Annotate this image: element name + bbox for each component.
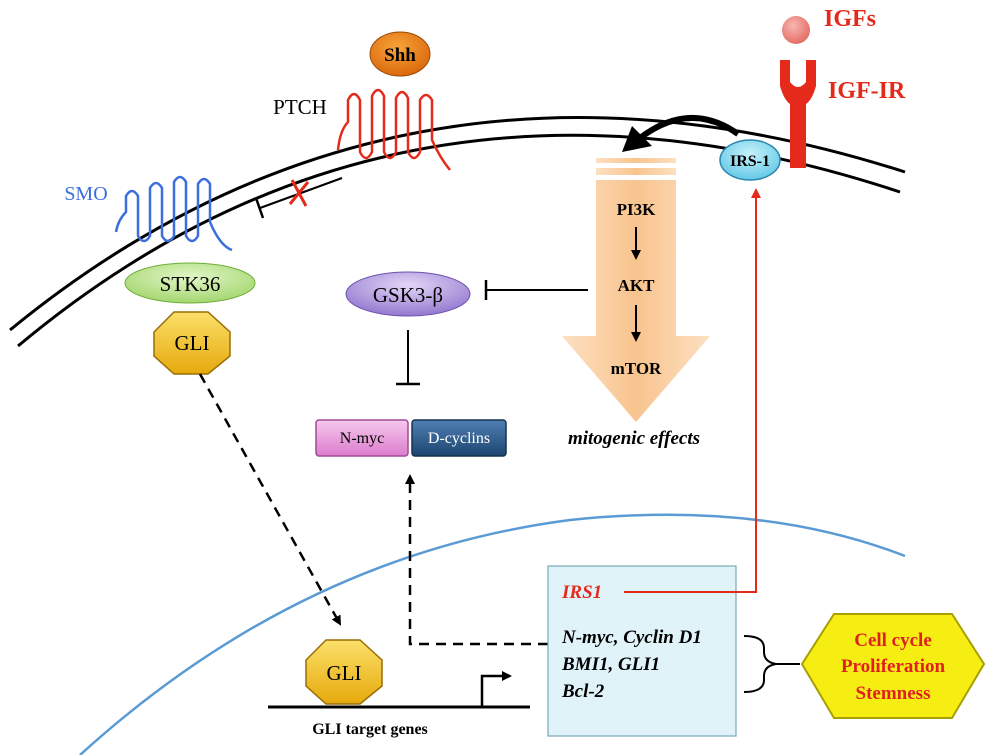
outcome-line-3: Stemness xyxy=(856,683,931,704)
igfs-label: IGFs xyxy=(824,6,876,32)
irs1-to-pi3k-arrowhead xyxy=(622,126,652,152)
ptch-inhibits-smo xyxy=(259,177,343,209)
outcome-hexagon xyxy=(800,613,986,719)
mtor-label: mTOR xyxy=(611,359,662,378)
outcome-bracket xyxy=(743,635,777,693)
stk36-node xyxy=(124,262,256,304)
gli-nucleus-label: GLI xyxy=(327,661,362,685)
ptch-label: PTCH xyxy=(273,95,327,119)
shh-label: Shh xyxy=(384,45,416,66)
gli-cytoplasm-node xyxy=(153,311,231,375)
smo-label: SMO xyxy=(64,183,107,205)
cell-membrane-outer xyxy=(9,116,906,332)
pi3k-akt-mtor-pathway xyxy=(562,158,710,422)
akt-label: AKT xyxy=(618,276,656,295)
gli-translocation-arrow xyxy=(198,373,342,626)
mitogenic-effects-label: mitogenic effects xyxy=(568,428,700,449)
blocked-x-icon xyxy=(288,179,310,207)
irs1-protein-label: IRS-1 xyxy=(730,153,770,170)
outcome-line-1: Cell cycle xyxy=(854,630,932,651)
dcyclins-label: D-cyclins xyxy=(428,430,490,447)
gene-line-2: BMI1, GLI1 xyxy=(561,654,660,675)
irs1-to-pi3k-arrow xyxy=(638,114,740,141)
promoter-arrow xyxy=(480,671,512,707)
igf-ligand-icon xyxy=(782,16,810,44)
igf-ir-label: IGF-IR xyxy=(828,78,906,104)
irs1-feedback-arrow xyxy=(624,188,761,593)
ptch-inhibits-smo-bar xyxy=(254,197,265,219)
gsk3b-node xyxy=(345,271,471,317)
irs1-protein-node xyxy=(719,139,781,181)
dcyclins-box xyxy=(411,419,507,457)
gli-cytoplasm-label: GLI xyxy=(175,331,210,355)
gene-line-1: N-myc, Cyclin D1 xyxy=(561,627,702,648)
nmyc-box xyxy=(315,419,409,457)
target-genes-to-nmyc-arrow xyxy=(405,474,548,646)
pi3k-label: PI3K xyxy=(617,200,657,219)
outcome-line-2: Proliferation xyxy=(841,656,946,677)
gli-nucleus-node xyxy=(305,639,383,705)
gene-line-3: Bcl-2 xyxy=(561,681,605,702)
gsk3b-label: GSK3-β xyxy=(373,283,443,307)
irs1-gene-label: IRS1 xyxy=(561,582,602,603)
shh-ligand xyxy=(369,31,431,77)
igf-ir-receptor-icon xyxy=(780,60,816,168)
ptch-receptor-icon xyxy=(336,88,451,171)
stk36-label: STK36 xyxy=(160,272,221,296)
target-gene-box xyxy=(547,565,737,737)
nuclear-membrane xyxy=(79,513,906,755)
gli-target-genes-label: GLI target genes xyxy=(312,721,428,738)
nmyc-label: N-myc xyxy=(340,430,384,447)
smo-receptor-icon xyxy=(114,175,233,252)
